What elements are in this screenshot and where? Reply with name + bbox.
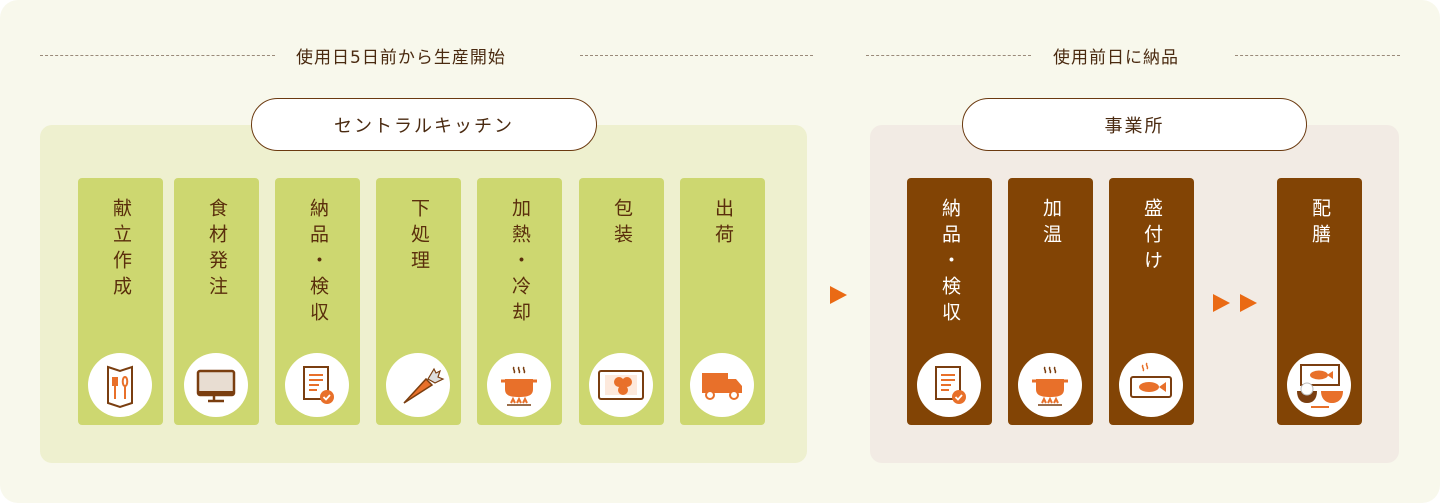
step-card: 納品・検収 — [275, 178, 360, 425]
cooking-pot-icon — [487, 353, 551, 417]
step-card: 出荷 — [680, 178, 765, 425]
step-card: 献立作成 — [78, 178, 163, 425]
monitor-icon — [184, 353, 248, 417]
step-label: 加温 — [1040, 198, 1062, 250]
arrow-icon — [830, 286, 847, 304]
step-card: 配膳 — [1277, 178, 1362, 425]
step-label: 加熱・冷却 — [509, 198, 531, 328]
step-card: 盛付け — [1109, 178, 1194, 425]
step-label: 納品・検収 — [939, 198, 961, 328]
step-label: 納品・検収 — [307, 198, 329, 328]
carrot-icon — [386, 353, 450, 417]
divider — [866, 55, 1031, 56]
divider — [580, 55, 813, 56]
step-card: 加熱・冷却 — [477, 178, 562, 425]
meal-set-icon — [1287, 353, 1351, 417]
header-left: 使用日5日前から生産開始 — [296, 47, 506, 68]
arrow-icon — [1213, 294, 1230, 312]
cooking-pot-icon — [1018, 353, 1082, 417]
header-right: 使用前日に納品 — [1053, 47, 1179, 68]
arrow-icon — [1240, 294, 1257, 312]
step-card: 食材発注 — [174, 178, 259, 425]
step-label: 食材発注 — [206, 198, 228, 302]
central-kitchen-label: セントラルキッチン — [251, 98, 597, 151]
step-label: 献立作成 — [110, 198, 132, 302]
divider — [40, 55, 275, 56]
step-label: 配膳 — [1309, 198, 1331, 250]
step-label: 盛付け — [1141, 198, 1163, 276]
step-label: 下処理 — [408, 198, 430, 276]
step-label: 包装 — [611, 198, 633, 250]
divider — [1235, 55, 1400, 56]
delivery-truck-icon — [690, 353, 754, 417]
step-label: 出荷 — [712, 198, 734, 250]
step-card: 納品・検収 — [907, 178, 992, 425]
office-label: 事業所 — [962, 98, 1307, 151]
fish-plate-icon — [1119, 353, 1183, 417]
step-card: 加温 — [1008, 178, 1093, 425]
checklist-icon — [917, 353, 981, 417]
checklist-icon — [285, 353, 349, 417]
menu-book-icon — [88, 353, 152, 417]
step-card: 下処理 — [376, 178, 461, 425]
package-tray-icon — [589, 353, 653, 417]
step-card: 包装 — [579, 178, 664, 425]
